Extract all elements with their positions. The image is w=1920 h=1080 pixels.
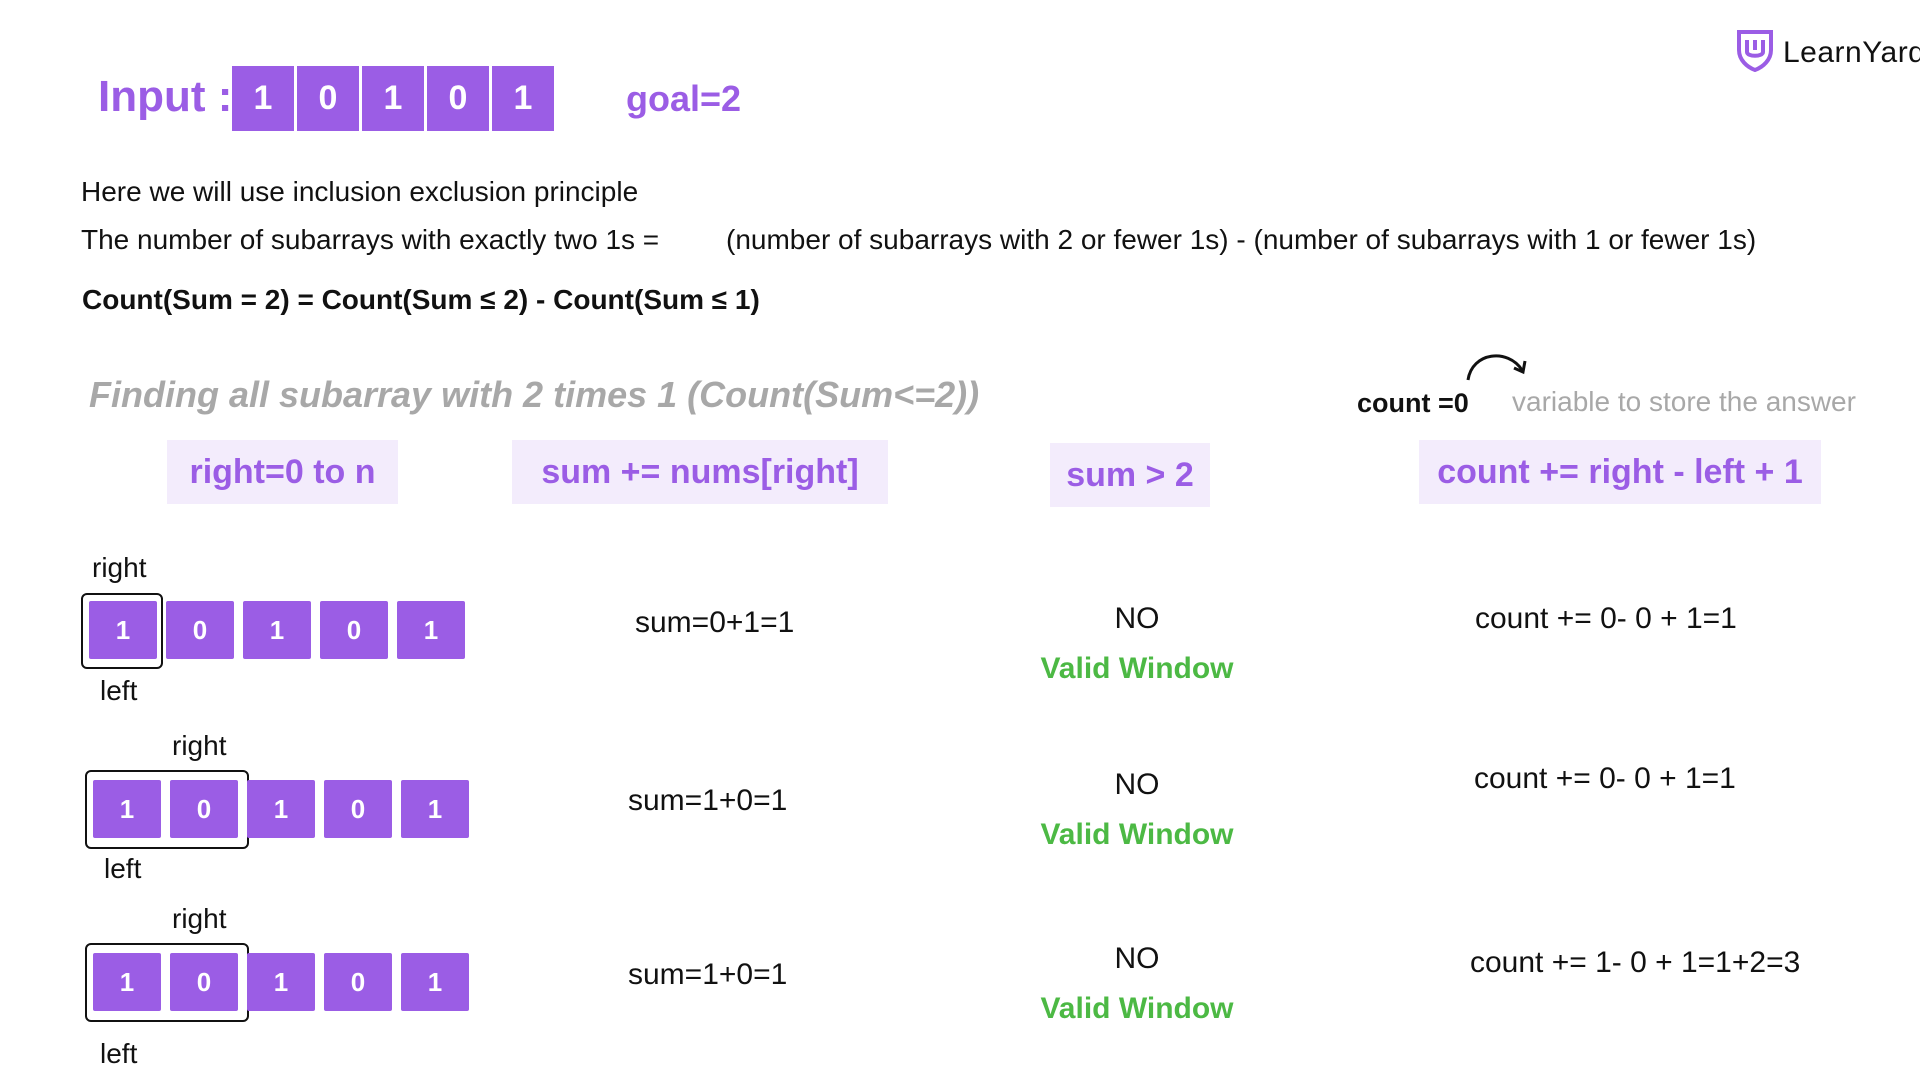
input-label: Input : [98,72,233,121]
section-title: Finding all subarray with 2 times 1 (Cou… [89,374,980,415]
input-cell: 0 [427,66,489,131]
row-array: 1 0 1 0 1 [93,953,469,1011]
array-cell: 1 [247,953,315,1011]
left-pointer-label: left [104,853,142,884]
row-array: 1 0 1 0 1 [89,601,465,659]
explanation-line-2-rhs: (number of subarrays with 2 or fewer 1s)… [726,224,1757,255]
array-cell: 1 [93,953,161,1011]
array-cell: 0 [166,601,234,659]
array-cell: 1 [401,953,469,1011]
formula: Count(Sum = 2) = Count(Sum ≤ 2) - Count(… [82,284,760,315]
array-cell: 0 [320,601,388,659]
input-cell: 1 [492,66,554,131]
right-pointer-label: right [92,552,147,583]
array-cell: 1 [247,780,315,838]
array-cell: 0 [324,780,392,838]
status-text: Valid Window [1040,652,1234,685]
array-cell: 1 [93,780,161,838]
count-description: variable to store the answer [1512,386,1856,417]
input-cell: 1 [232,66,294,131]
left-pointer-label: left [100,675,138,706]
logo: LearnYard [1735,28,1920,77]
curved-arrow-icon [1462,348,1530,387]
array-cell: 0 [324,953,392,1011]
input-cell: 1 [362,66,424,131]
left-pointer-label: left [100,1038,138,1069]
check-text: NO [1114,602,1160,635]
window-box [81,593,163,669]
column-header-condition: sum > 2 [1050,443,1210,507]
explanation-line-1: Here we will use inclusion exclusion pri… [81,176,639,207]
right-pointer-label: right [172,903,227,934]
shield-icon [1735,28,1775,77]
count-text: count += 0- 0 + 1=1 [1475,602,1737,635]
sum-text: sum=0+1=1 [635,606,795,639]
count-text: count += 1- 0 + 1=1+2=3 [1470,946,1801,979]
column-header-count: count += right - left + 1 [1419,440,1821,504]
input-array: 1 0 1 0 1 [232,66,554,131]
column-header-sum: sum += nums[right] [512,440,888,504]
array-cell: 1 [243,601,311,659]
array-cell: 1 [397,601,465,659]
goal-label: goal=2 [626,78,742,119]
column-header-right: right=0 to n [167,440,398,504]
right-pointer-label: right [172,730,227,761]
input-cell: 0 [297,66,359,131]
array-cell: 0 [170,953,238,1011]
sum-text: sum=1+0=1 [628,958,788,991]
explanation-line-2: The number of subarrays with exactly two… [81,224,660,255]
check-text: NO [1114,768,1160,801]
array-cell: 1 [89,601,157,659]
status-text: Valid Window [1040,992,1234,1025]
array-cell: 1 [401,780,469,838]
array-cell: 0 [170,780,238,838]
count-variable: count =0 [1357,388,1469,418]
check-text: NO [1114,942,1160,975]
count-text: count += 0- 0 + 1=1 [1474,762,1736,795]
sum-text: sum=1+0=1 [628,784,788,817]
logo-text: LearnYard [1783,35,1920,69]
status-text: Valid Window [1040,818,1234,851]
row-array: 1 0 1 0 1 [93,780,469,838]
